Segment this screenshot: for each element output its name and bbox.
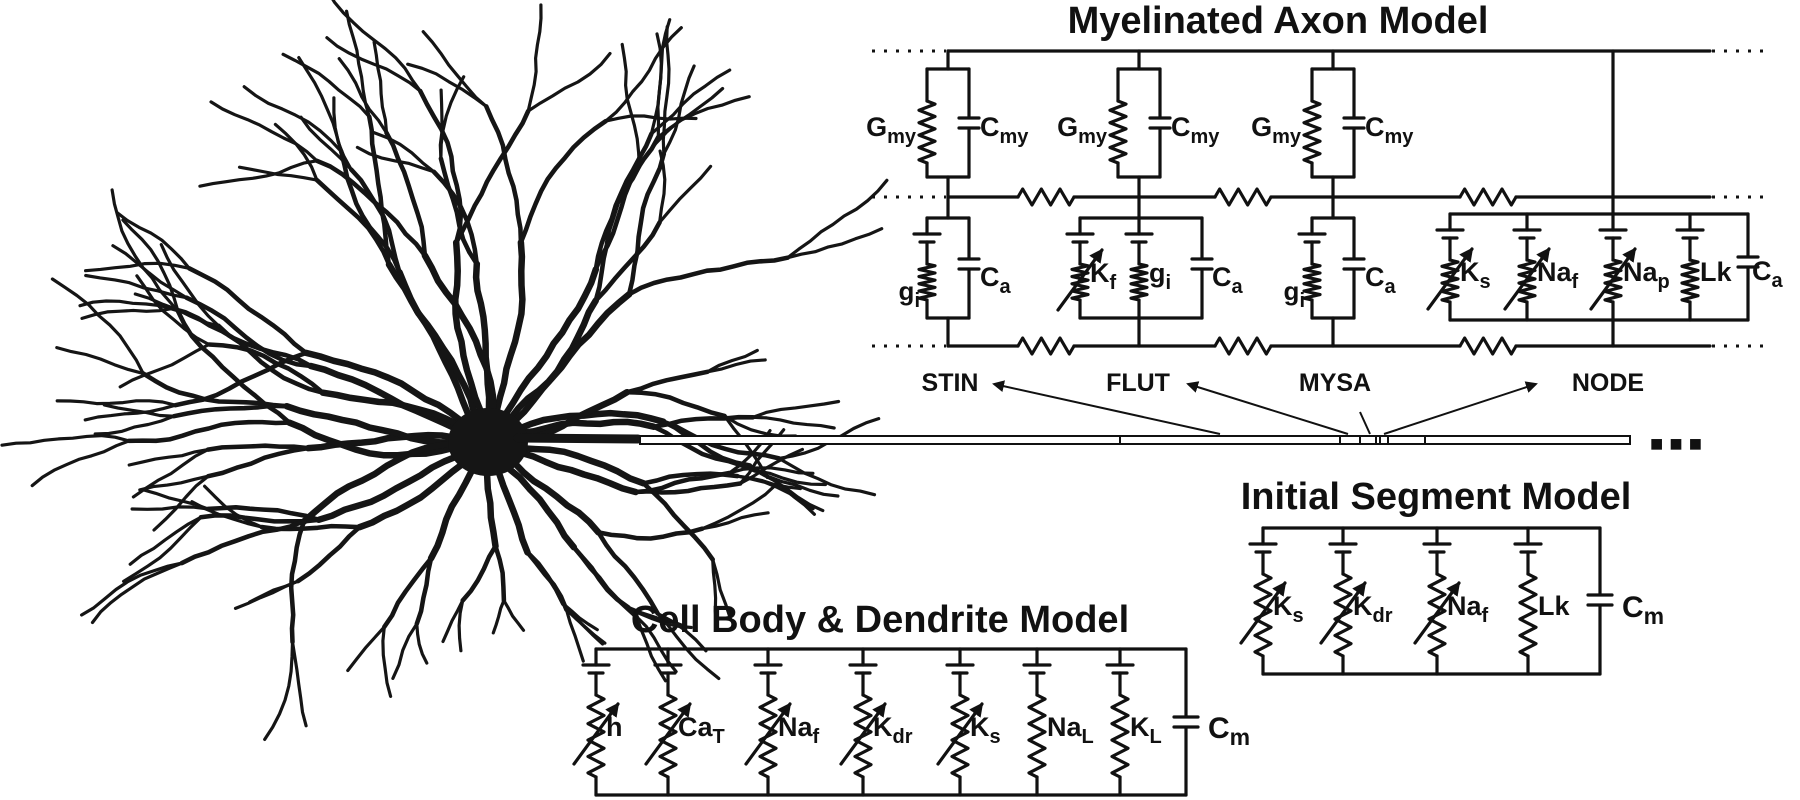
cb-channel-4-label: Kdr xyxy=(873,712,913,748)
axon-cable xyxy=(639,435,1631,445)
is-channel-4: Lk xyxy=(1513,526,1570,676)
flut-kf-channel: Kf xyxy=(1056,216,1117,320)
cb-channel-5-label: Ks xyxy=(970,712,1001,748)
stin-leak-label: gi xyxy=(899,276,920,312)
stin-compartment: gi Ca xyxy=(899,195,1012,348)
flut-leak-channel-label: gi xyxy=(1149,258,1171,294)
cb-channel-3: Naf xyxy=(744,647,820,797)
node-leak-channel-label: Lk xyxy=(1700,257,1732,287)
node-ks-channel: Ks xyxy=(1426,212,1491,322)
cb-capacitance-label: Cm xyxy=(1208,712,1250,750)
node-ks-channel-label: Ks xyxy=(1460,257,1491,293)
myelinated-axon-title: Myelinated Axon Model xyxy=(1068,0,1489,42)
myelin-capacitance-label: Cmy xyxy=(1171,112,1220,148)
is-channel-2: Kdr xyxy=(1319,526,1393,676)
segment-label-mysa: MYSA xyxy=(1299,369,1371,397)
is-channel-3-label: Naf xyxy=(1447,591,1489,627)
segment-label-node: NODE xyxy=(1572,369,1644,397)
mysa-leak-label: gi xyxy=(1284,276,1305,312)
node-nap-channel-label: Nap xyxy=(1623,257,1670,293)
flut-capacitance-label: Ca xyxy=(1212,262,1244,298)
neuron-morphology-image xyxy=(0,0,889,741)
node-leak-channel: Lk xyxy=(1675,212,1732,322)
cb-channel-1-label: h xyxy=(606,712,623,742)
initial-segment-title: Initial Segment Model xyxy=(1241,476,1632,518)
segment-label-stin: STIN xyxy=(922,369,979,397)
myelinated-axon-circuit: Myelinated Axon Model Gmy Cmy Gmy Cmy Gmy Cmy… xyxy=(866,0,1784,356)
mysa-leak-channel xyxy=(1297,216,1327,320)
axon-continuation-mark: ■ ■ ■ xyxy=(1650,431,1702,456)
mysa-capacitance-label: Ca xyxy=(1365,262,1397,298)
myelin-capacitance-label: Cmy xyxy=(1365,112,1414,148)
myelin-conductance-label: Gmy xyxy=(1057,112,1108,148)
is-channel-4-label: Lk xyxy=(1538,591,1570,621)
myelin-capacitance-label: Cmy xyxy=(980,112,1029,148)
is-channel-3: Naf xyxy=(1413,526,1489,676)
cell-body-dendrite-circuit: Cell Body & Dendrite Model h CaT Naf Kdr Ks N… xyxy=(572,599,1250,797)
cb-channel-7: KL xyxy=(1105,647,1162,797)
myelin-rc-unit: Gmy Cmy xyxy=(866,49,1029,199)
cb-channel-4: Kdr xyxy=(839,647,913,797)
node-naf-channel-label: Naf xyxy=(1537,257,1579,293)
segment-arrows xyxy=(992,380,1538,435)
segment-label-flut: FLUT xyxy=(1106,369,1170,397)
cb-channel-3-label: Naf xyxy=(778,712,820,748)
cb-channel-1: h xyxy=(572,647,623,797)
cb-channel-6-label: NaL xyxy=(1047,712,1094,748)
is-channel-2-label: Kdr xyxy=(1353,591,1393,627)
stin-capacitance-label: Ca xyxy=(980,262,1012,298)
node-capacitance-label: Ca xyxy=(1752,256,1784,292)
cell-body-title: Cell Body & Dendrite Model xyxy=(631,599,1129,641)
cb-channel-2: CaT xyxy=(644,647,725,797)
myelin-rc-unit: Gmy Cmy xyxy=(1057,49,1220,199)
myelin-conductance-label: Gmy xyxy=(866,112,917,148)
cb-channel-7-label: KL xyxy=(1130,712,1162,748)
initial-segment-circuit: Initial Segment Model Ks Kdr Naf Lk Cm xyxy=(1239,476,1664,676)
flut-kf-channel-label: Kf xyxy=(1090,258,1117,294)
myelin-rc-unit: Gmy Cmy xyxy=(1251,49,1414,199)
cb-channel-6: NaL xyxy=(1022,647,1094,797)
is-capacitance-label: Cm xyxy=(1622,591,1664,629)
node-compartment: Ks Naf Nap Lk Ca xyxy=(1426,195,1784,348)
cb-channel-2-label: CaT xyxy=(678,712,725,748)
myelin-conductance-label: Gmy xyxy=(1251,112,1302,148)
mysa-compartment: gi Ca xyxy=(1284,195,1397,348)
stin-leak-channel xyxy=(912,216,942,320)
cb-channel-5: Ks xyxy=(936,647,1001,797)
is-channel-1: Ks xyxy=(1239,526,1304,676)
flut-leak-channel: gi xyxy=(1124,216,1171,320)
node-nap-channel: Nap xyxy=(1589,212,1670,322)
node-naf-channel: Naf xyxy=(1503,212,1579,322)
is-channel-1-label: Ks xyxy=(1273,591,1304,627)
